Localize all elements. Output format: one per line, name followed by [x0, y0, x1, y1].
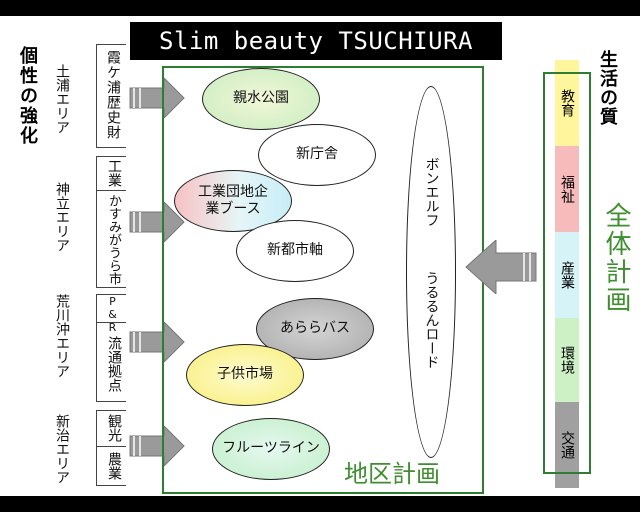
item-agriculture: 農業 [106, 452, 122, 480]
category-industry: 産業 [555, 232, 579, 318]
item-park-and-ride: P&R [106, 295, 119, 334]
overall-plan-label: 全体計画 [601, 202, 631, 314]
project-shinsui-park: 親水公園 [202, 68, 320, 130]
area-label-niihari: 新治エリア [54, 414, 70, 484]
item-distribution-hub: 流通拠点 [106, 336, 122, 392]
quality-of-life-heading: 生活の質 [597, 50, 618, 126]
district-plan-label: 地区計画 [344, 460, 440, 488]
area-label-arakawaoki: 荒川沖エリア [54, 294, 70, 378]
bonerf-label: ボンエルフ [423, 157, 440, 227]
item-industry: 工業 [106, 159, 122, 187]
arrow-right-icon [128, 322, 186, 362]
road-ellipse: ボンエルフ うるるんロード [406, 86, 456, 458]
individuality-heading: 個性の強化 [17, 46, 38, 146]
project-new-urban-axis: 新都市軸 [236, 220, 354, 282]
item-tourism: 観光 [106, 414, 122, 442]
project-fruit-line: フルーツライン [212, 418, 330, 480]
area-bracket-kandatsu [96, 156, 126, 288]
project-new-city-hall: 新庁舎 [258, 124, 376, 186]
category-welfare: 福祉 [555, 146, 579, 232]
category-industry-label: 産業 [559, 261, 575, 289]
area-label-kandatsu: 神立エリア [54, 182, 70, 252]
overall-plan-frame [543, 72, 591, 474]
ururun-road-label: うるるんロード [423, 271, 440, 369]
category-environment: 環境 [555, 318, 579, 402]
arrow-right-icon [128, 426, 186, 466]
area-bracket-niihari [96, 410, 126, 486]
arrow-left-icon [464, 240, 538, 294]
category-bar: 教育 福祉 産業 環境 交通 [555, 60, 579, 488]
bracket-divider [96, 446, 126, 447]
category-welfare-label: 福祉 [559, 175, 575, 203]
project-industrial-park-booth-label: 工業団地企業ブース [198, 183, 268, 218]
area-label-tsuchiura: 土浦エリア [54, 64, 70, 134]
category-environment-label: 環境 [559, 346, 575, 374]
arrow-right-icon [128, 78, 186, 118]
item-kasumigaura-history: 霞ケ浦歴史財 [105, 50, 121, 140]
bracket-divider [96, 190, 126, 191]
area-bracket-arakawaoki [96, 294, 126, 402]
page-title: Slim beauty TSUCHIURA [130, 22, 502, 60]
project-kids-market: 子供市場 [186, 344, 304, 406]
item-kasumigaura-city: かすみがうら市 [106, 194, 121, 285]
category-transport-label: 交通 [559, 431, 575, 459]
category-education: 教育 [555, 60, 579, 146]
slide-canvas: Slim beauty TSUCHIURA 個性の強化 土浦エリア 神立エリア … [0, 16, 640, 496]
arrow-right-icon [128, 202, 186, 242]
category-education-label: 教育 [559, 89, 575, 117]
area-bracket-tsuchiura [96, 44, 126, 148]
bracket-divider [96, 322, 126, 323]
